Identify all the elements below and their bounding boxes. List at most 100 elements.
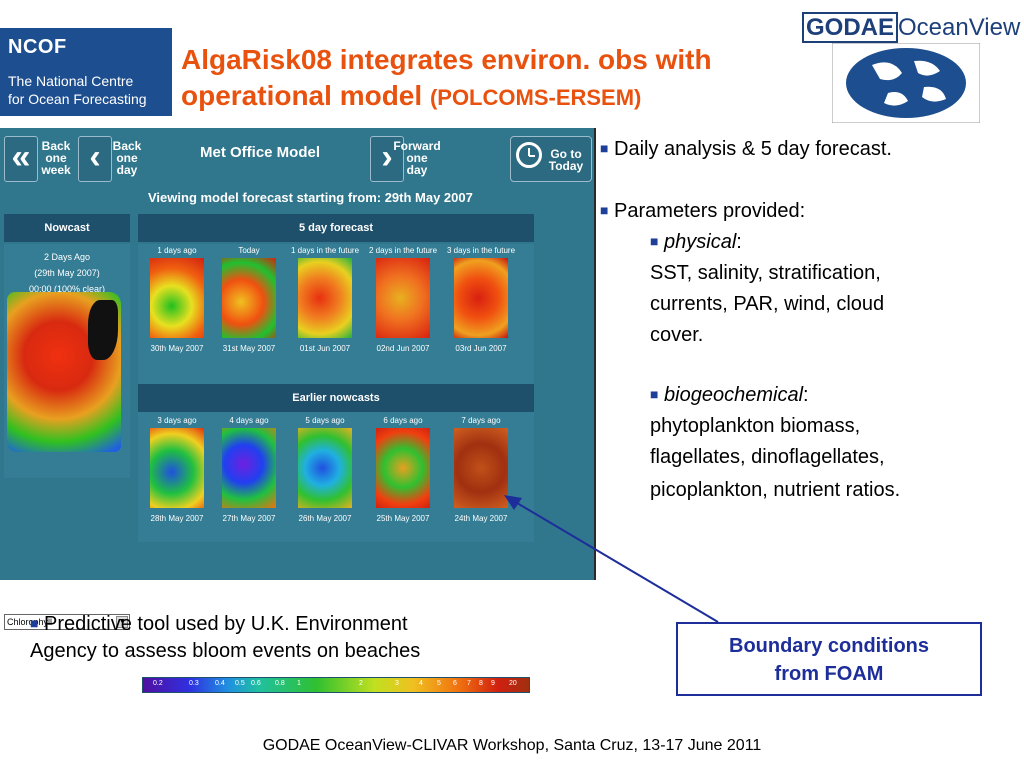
- scale-tick: 6: [453, 680, 457, 687]
- ncof-full-name: The National Centre for Ocean Forecastin…: [8, 73, 147, 107]
- back-one-day-label: Back one day: [112, 139, 142, 177]
- earlier-cell-top: 3 days ago: [157, 416, 197, 425]
- godae-bold: GODAE: [802, 12, 899, 43]
- bullet-daily-text: Daily analysis & 5 day forecast.: [614, 138, 892, 160]
- slide-title-line1: AlgaRisk08 integrates environ. obs with: [181, 44, 712, 75]
- double-chevron-left-icon: «: [4, 136, 38, 182]
- godae-globe-icon: [832, 43, 980, 123]
- ncof-logo: NCOF The National Centre for Ocean Forec…: [0, 28, 172, 116]
- forecast-map-image[interactable]: [150, 258, 204, 338]
- product-select[interactable]: Chlorophyll ▼: [4, 614, 130, 630]
- clock-icon: [516, 142, 542, 168]
- viewing-forecast-text: Viewing model forecast starting from: 29…: [148, 190, 473, 205]
- earlier-cell-date: 28th May 2007: [150, 514, 204, 523]
- slide-title-sub: (POLCOMS-ERSEM): [429, 85, 642, 110]
- earlier-nowcasts-header: Earlier nowcasts: [138, 384, 534, 412]
- bullet-biogeochemical: ■ biogeochemical:: [650, 384, 809, 407]
- forecast-cell-date: 30th May 2007: [150, 344, 204, 353]
- scale-tick: 1: [297, 680, 301, 687]
- earlier-cell-date: 24th May 2007: [454, 514, 508, 523]
- chevron-left-icon: ‹: [78, 136, 112, 182]
- units-text: Units: µg-Chl l-1: [4, 670, 130, 683]
- earlier-cell-date: 27th May 2007: [222, 514, 276, 523]
- forecast-map-image[interactable]: [454, 258, 508, 338]
- earlier-cell-top: 5 days ago: [305, 416, 345, 425]
- earlier-cell-top: 4 days ago: [229, 416, 269, 425]
- godae-regular: OceanView: [898, 14, 1021, 41]
- footer-text: GODAE OceanView-CLIVAR Workshop, Santa C…: [262, 737, 762, 754]
- earlier-nowcasts-body: 3 days ago 28th May 2007 4 days ago 27th…: [138, 414, 534, 542]
- bio-line3: picoplankton, nutrient ratios.: [650, 479, 901, 501]
- product-select-value: Chlorophyll: [7, 617, 53, 627]
- scale-tick: 20: [509, 680, 517, 687]
- dropdown-arrow-icon: ▼: [116, 616, 128, 628]
- panel-divider: [594, 128, 596, 580]
- scale-tick: 0.6: [251, 680, 261, 687]
- slide-title-line2: operational model (POLCOMS-ERSEM): [181, 80, 641, 112]
- earlier-map-image[interactable]: [150, 428, 204, 508]
- forecast-app-panel: « Back one week ‹ Back one day Met Offic…: [0, 128, 594, 693]
- physical-line3: cover.: [650, 324, 704, 346]
- scale-tick: 0.5: [235, 680, 245, 687]
- scale-tick: 8: [479, 680, 483, 687]
- bullet-square-icon: ■: [30, 615, 39, 631]
- predictive-line1-text: Predictive tool used by U.K. Environment: [44, 613, 408, 635]
- predictive-line2: Agency to assess bloom events on beaches: [30, 640, 421, 662]
- physical-label: physical: [664, 231, 737, 253]
- forecast-cell-date: 02nd Jun 2007: [376, 344, 430, 353]
- ncof-abbr: NCOF: [8, 36, 67, 58]
- bio-line2: flagellates, dinoflagellates,: [650, 446, 885, 468]
- scale-tick: 7: [467, 680, 471, 687]
- bullet-parameters-text: Parameters provided:: [614, 200, 806, 222]
- physical-line1: SST, salinity, stratification,: [650, 262, 881, 284]
- forecast-header: 5 day forecast: [138, 214, 534, 242]
- forecast-cell-date: 03rd Jun 2007: [455, 344, 507, 353]
- physical-line2: currents, PAR, wind, cloud: [650, 293, 885, 315]
- nowcast-line2: (29th May 2007): [34, 268, 100, 278]
- bio-colon: :: [803, 384, 809, 406]
- bullet-square-icon: ■: [650, 386, 659, 402]
- chevron-right-icon: ›: [370, 136, 404, 182]
- scale-tick: 2: [359, 680, 363, 687]
- forecast-cell-top: 1 days in the future: [290, 246, 360, 255]
- forecast-map-image[interactable]: [376, 258, 430, 338]
- scale-tick: 0.3: [189, 680, 199, 687]
- scale-tick: 0.8: [275, 680, 285, 687]
- boundary-conditions-callout: Boundary conditions from FOAM: [676, 622, 982, 696]
- nowcast-land-mask: [88, 300, 118, 360]
- earlier-map-image[interactable]: [376, 428, 430, 508]
- select-product-label: Select product:: [36, 602, 98, 612]
- back-one-week-label: Back one week: [41, 139, 71, 177]
- bullet-daily: ■ Daily analysis & 5 day forecast.: [600, 138, 892, 161]
- earlier-map-image[interactable]: [298, 428, 352, 508]
- scale-tick: 0.2: [153, 680, 163, 687]
- forecast-map-image[interactable]: [298, 258, 352, 338]
- physical-colon: :: [736, 231, 742, 253]
- earlier-cell-top: 6 days ago: [383, 416, 423, 425]
- earlier-cell-date: 25th May 2007: [376, 514, 430, 523]
- colour-scale-bar: 0.2 0.3 0.4 0.5 0.6 0.8 1 2 3 4 5 6 7 8 …: [142, 677, 530, 693]
- earlier-map-image[interactable]: [454, 428, 508, 508]
- earlier-cell-top: 7 days ago: [461, 416, 501, 425]
- earlier-map-image[interactable]: [222, 428, 276, 508]
- bio-line1: phytoplankton biomass,: [650, 415, 861, 437]
- forward-one-day-label: Forward one day: [393, 139, 441, 177]
- current-product-text: Current product: Chlorophyll: [5, 650, 129, 660]
- scale-tick: 9: [491, 680, 495, 687]
- earlier-cell-date: 26th May 2007: [298, 514, 352, 523]
- model-title: Met Office Model: [200, 144, 321, 161]
- nowcast-line1: 2 Days Ago: [43, 252, 91, 262]
- slide-title-main: operational model: [181, 80, 430, 111]
- bio-label: biogeochemical: [664, 384, 804, 406]
- predictive-tool-text: ■ Predictive tool used by U.K. Environme…: [30, 610, 420, 665]
- forecast-cell-top: 1 days ago: [157, 246, 197, 255]
- bullet-square-icon: ■: [650, 233, 659, 249]
- go-to-today-label: Go to Today: [548, 147, 584, 173]
- scale-tick: 4: [419, 680, 423, 687]
- bullet-parameters: ■ Parameters provided:: [600, 200, 805, 223]
- forecast-map-image[interactable]: [222, 258, 276, 338]
- predictive-line1: ■ Predictive tool used by U.K. Environme…: [30, 610, 420, 638]
- scale-tick: 3: [395, 680, 399, 687]
- scale-tick: 5: [437, 680, 441, 687]
